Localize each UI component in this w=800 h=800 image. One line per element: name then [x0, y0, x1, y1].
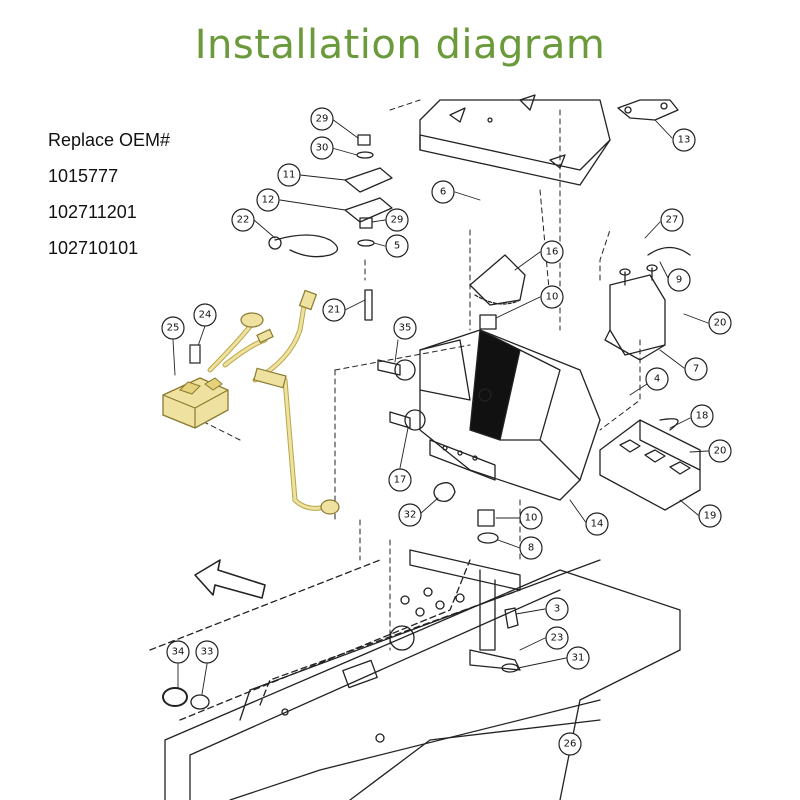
callout-10b: 10 — [519, 506, 543, 530]
regulator-part — [469, 254, 526, 306]
callout-32: 32 — [398, 503, 422, 527]
callout-23: 23 — [545, 626, 569, 650]
oem-numbers-block: Replace OEM# 1015777 102711201 102710101 — [48, 122, 170, 266]
callout-11: 11 — [277, 163, 301, 187]
callout-group: 29 30 11 12 22 29 5 6 16 10 21 35 25 24 … — [161, 107, 732, 756]
svg-text:34: 34 — [172, 647, 185, 658]
svg-text:8: 8 — [528, 543, 534, 554]
callout-27: 27 — [660, 208, 684, 232]
svg-text:7: 7 — [693, 364, 699, 375]
svg-text:20: 20 — [714, 318, 727, 329]
callout-18: 18 — [690, 404, 714, 428]
callout-26: 26 — [558, 732, 582, 756]
svg-text:11: 11 — [283, 170, 296, 181]
svg-text:18: 18 — [696, 411, 709, 422]
callout-20b: 20 — [708, 439, 732, 463]
callout-25: 25 — [161, 316, 185, 340]
svg-text:17: 17 — [394, 475, 407, 486]
svg-text:9: 9 — [676, 275, 682, 286]
oem-number-2: 102711201 — [48, 202, 137, 222]
callout-29a: 29 — [310, 107, 334, 131]
callout-35: 35 — [393, 316, 417, 340]
callout-3: 3 — [545, 597, 569, 621]
svg-text:10: 10 — [546, 292, 559, 303]
svg-text:13: 13 — [678, 135, 691, 146]
svg-text:27: 27 — [666, 215, 679, 226]
svg-text:6: 6 — [440, 187, 446, 198]
svg-text:24: 24 — [199, 310, 212, 321]
svg-text:16: 16 — [546, 247, 559, 258]
svg-text:10: 10 — [525, 513, 538, 524]
svg-text:25: 25 — [167, 323, 180, 334]
direction-arrow — [194, 559, 266, 599]
controller-cover — [419, 94, 611, 186]
svg-text:4: 4 — [654, 374, 660, 385]
callout-33: 33 — [195, 640, 219, 664]
svg-text:3: 3 — [554, 604, 560, 615]
svg-text:33: 33 — [201, 647, 214, 658]
callout-13: 13 — [672, 128, 696, 152]
svg-text:23: 23 — [551, 633, 564, 644]
svg-text:26: 26 — [564, 739, 577, 750]
svg-text:32: 32 — [404, 510, 417, 521]
svg-text:14: 14 — [591, 519, 604, 530]
callout-30: 30 — [310, 136, 334, 160]
oem-number-3: 102710101 — [48, 238, 139, 258]
callout-9: 9 — [667, 268, 691, 292]
callout-4: 4 — [645, 367, 669, 391]
callout-12: 12 — [256, 188, 280, 212]
callout-21: 21 — [322, 298, 346, 322]
callout-29b: 29 — [385, 208, 409, 232]
svg-text:30: 30 — [316, 143, 329, 154]
svg-text:29: 29 — [391, 215, 404, 226]
wire-harness-highlight — [162, 289, 340, 515]
svg-text:5: 5 — [394, 241, 400, 252]
svg-text:21: 21 — [328, 305, 341, 316]
callout-34: 34 — [166, 640, 190, 664]
callout-17: 17 — [388, 468, 412, 492]
oem-number-1: 1015777 — [48, 166, 119, 186]
callout-16: 16 — [540, 240, 564, 264]
callout-10a: 10 — [540, 285, 564, 309]
svg-text:12: 12 — [262, 195, 275, 206]
svg-text:31: 31 — [572, 653, 585, 664]
callout-8: 8 — [519, 536, 543, 560]
callout-22: 22 — [231, 208, 255, 232]
fuse-block — [599, 418, 701, 511]
svg-text:29: 29 — [316, 114, 329, 125]
svg-text:35: 35 — [399, 323, 412, 334]
svg-text:22: 22 — [237, 215, 250, 226]
controller-tray — [419, 329, 601, 501]
callout-7: 7 — [684, 357, 708, 381]
frame-rails — [149, 559, 681, 800]
callout-5: 5 — [385, 234, 409, 258]
callout-24: 24 — [193, 303, 217, 327]
oem-heading: Replace OEM# — [48, 130, 171, 150]
callout-6: 6 — [431, 180, 455, 204]
callout-19: 19 — [698, 504, 722, 528]
callout-31: 31 — [566, 646, 590, 670]
solenoid — [604, 246, 691, 361]
callout-20a: 20 — [708, 311, 732, 335]
callout-14: 14 — [585, 512, 609, 536]
page-title: Installation diagram — [194, 22, 606, 68]
svg-text:20: 20 — [714, 446, 727, 457]
svg-text:19: 19 — [704, 511, 717, 522]
